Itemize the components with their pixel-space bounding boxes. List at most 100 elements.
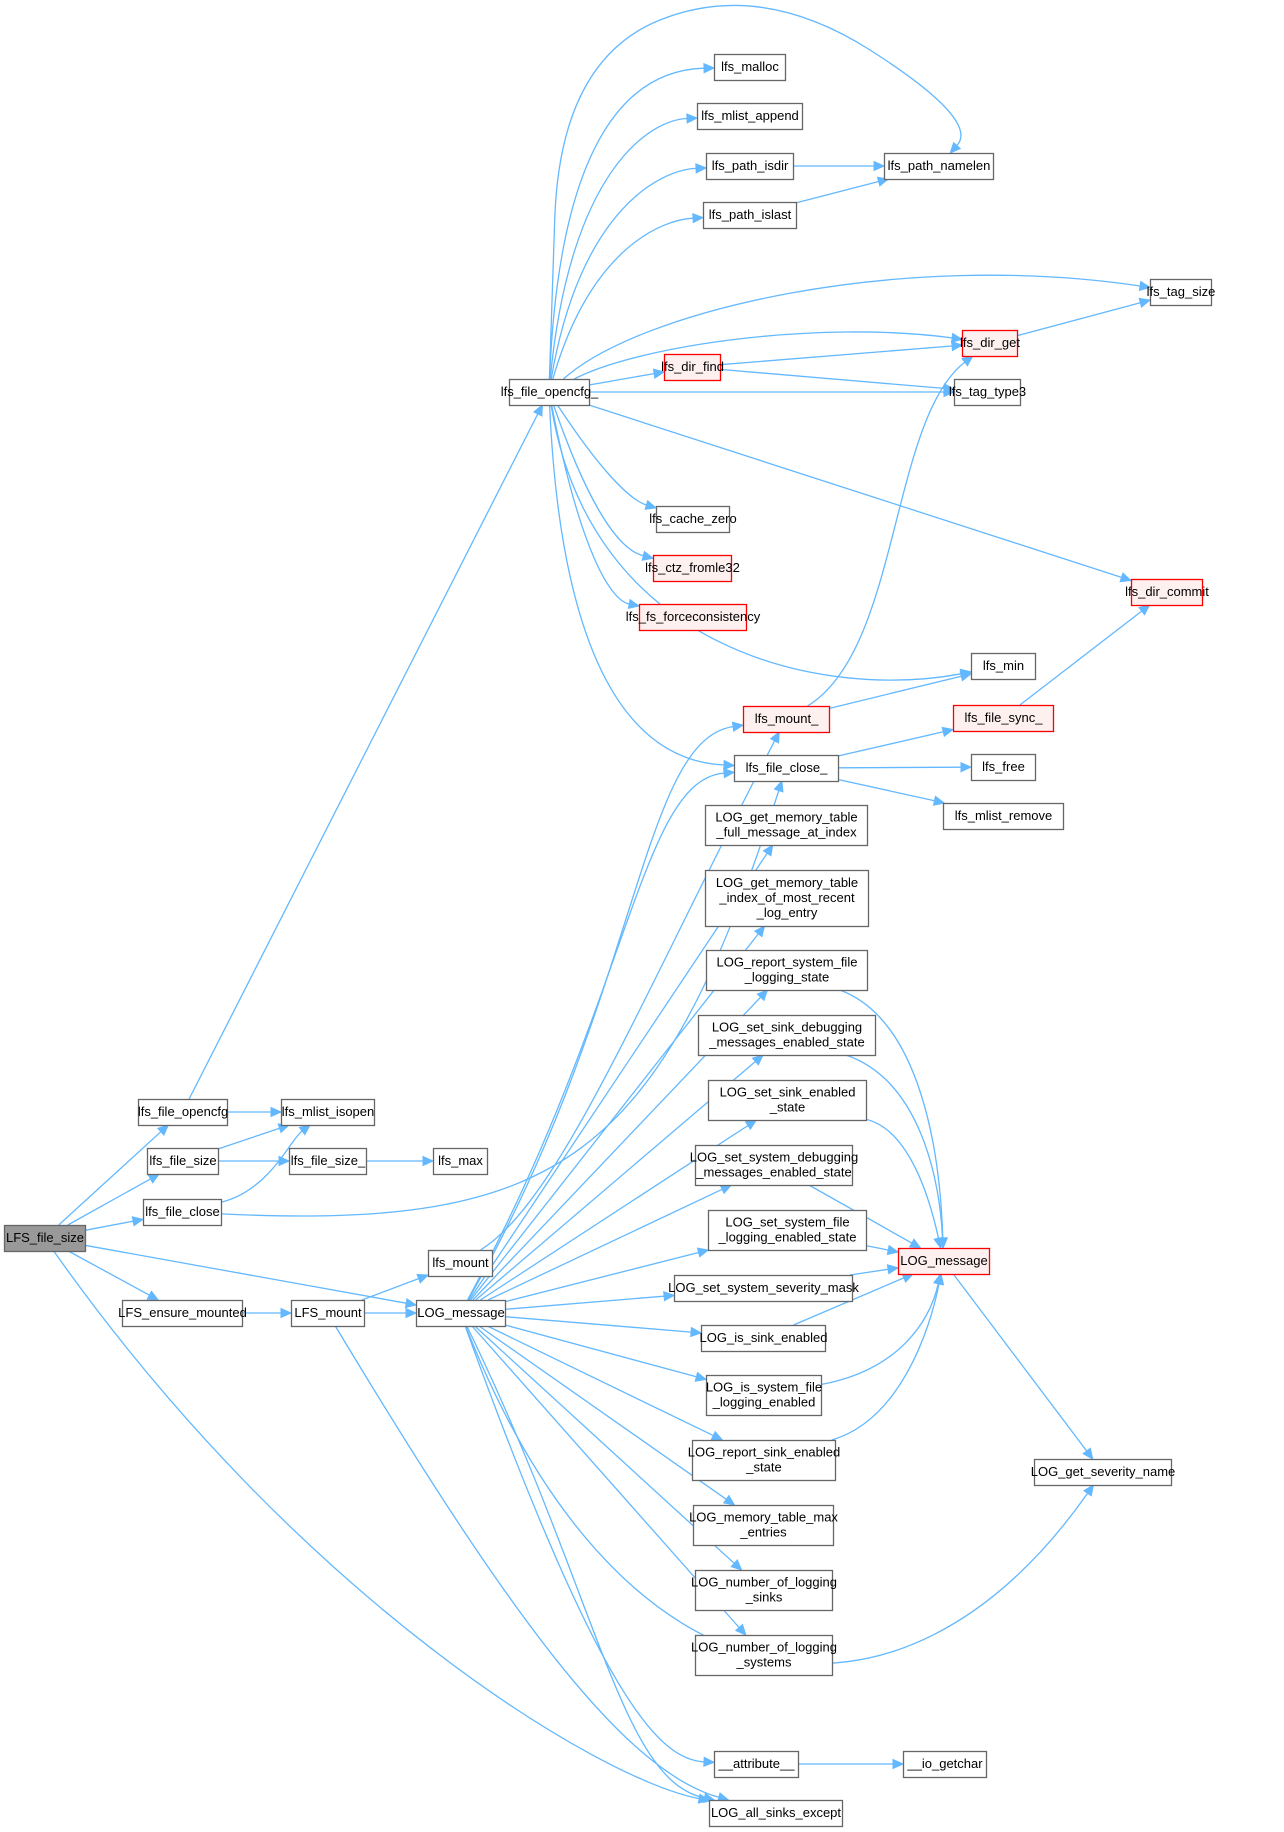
node-log-set-sink-debugging-messages-enabled-state[interactable]: LOG_set_sink_debugging_messages_enabled_… xyxy=(697,1014,877,1057)
edge-lfs-file-size-to-lfs-ensure-mounted xyxy=(67,1250,160,1301)
edge-lfs-mount-to-lfs-mount xyxy=(361,1273,430,1301)
arrowhead-icon xyxy=(696,1247,710,1258)
node-box xyxy=(508,378,591,407)
node-log-set-system-file-logging-enabled-state[interactable]: LOG_set_system_file_logging_enabled_stat… xyxy=(707,1209,868,1252)
node-lfs-file-close[interactable]: lfs_file_close xyxy=(142,1198,223,1227)
edge-line xyxy=(837,731,944,757)
edge-lfs-file-opencfg-to-lfs-tag-type3 xyxy=(589,386,956,398)
node-lfs-dir-commit[interactable]: lfs_dir_commit xyxy=(1125,578,1209,607)
node-log-message-b[interactable]: LOG_message xyxy=(897,1247,991,1276)
node-lfs-file-size[interactable]: lfs_file_size xyxy=(146,1147,220,1176)
node-lfs-mlist-append[interactable]: lfs_mlist_append xyxy=(696,102,804,131)
node-label: lfs_file_opencfg_ xyxy=(501,384,599,399)
arrowhead-icon xyxy=(1082,1484,1095,1497)
node-log-all-sinks-except[interactable]: LOG_all_sinks_except xyxy=(708,1799,844,1828)
node-lfs-mlist-remove[interactable]: lfs_mlist_remove xyxy=(942,802,1065,831)
node-lfs-file-opencfg[interactable]: lfs_file_opencfg xyxy=(138,1098,228,1127)
node-log-set-system-debugging-messages-enabled-state[interactable]: LOG_set_system_debugging_messages_enable… xyxy=(690,1144,858,1187)
arrowhead-icon xyxy=(751,1054,764,1066)
node-log-is-system-file-logging-enabled[interactable]: LOG_is_system_file_logging_enabled xyxy=(706,1374,822,1417)
node-label: lfs_dir_commit xyxy=(1125,584,1209,599)
node-lfs-min[interactable]: lfs_min xyxy=(970,652,1037,681)
node-lfs-tag-type3[interactable]: lfs_tag_type3 xyxy=(949,378,1026,407)
node-lfs-ctz-fromle32[interactable]: lfs_ctz_fromle32 xyxy=(645,554,740,583)
node-log-memory-table-max-entries[interactable]: LOG_memory_table_max_entries xyxy=(689,1504,838,1547)
node-box xyxy=(970,753,1037,782)
node-log-message-a[interactable]: LOG_message xyxy=(415,1299,507,1328)
edge-line xyxy=(550,404,962,681)
node-label: _logging_enabled_state xyxy=(717,1230,856,1245)
edge-line xyxy=(466,1325,705,1799)
node-log-number-of-logging-sinks[interactable]: LOG_number_of_logging_sinks xyxy=(691,1569,837,1612)
arrowhead-icon xyxy=(692,212,705,224)
arrowhead-icon xyxy=(663,1290,676,1302)
node-lfs-free[interactable]: lfs_free xyxy=(970,753,1037,782)
edge-line xyxy=(837,766,962,769)
edge-lfs-file-size-to-log-all-sinks-except xyxy=(53,1250,711,1804)
node-lfs-path-isdir[interactable]: lfs_path_isdir xyxy=(705,152,795,181)
node-label: lfs_mlist_isopen xyxy=(282,1104,375,1119)
node-log-set-system-severity-mask[interactable]: LOG_set_system_severity_mask xyxy=(668,1274,859,1303)
arrowhead-icon xyxy=(131,1216,145,1227)
arrowhead-icon xyxy=(959,671,973,682)
node-label: LOG_is_sink_enabled xyxy=(700,1330,828,1345)
node-lfs-file-opencfg[interactable]: lfs_file_opencfg_ xyxy=(501,378,599,407)
edge-line xyxy=(820,1283,939,1386)
node-lfs-mount[interactable]: lfs_mount xyxy=(427,1249,494,1278)
node-lfs-file-close[interactable]: lfs_file_close_ xyxy=(733,754,840,783)
node-log-report-sink-enabled-state[interactable]: LOG_report_sink_enabled_state xyxy=(688,1439,841,1482)
node-lfs-file-size[interactable]: LFS_file_size xyxy=(3,1224,87,1253)
node-label: _full_message_at_index xyxy=(715,825,857,840)
node-lfs-mount[interactable]: LFS_mount xyxy=(290,1299,366,1328)
edge-log-message-a-to-lfs-mount xyxy=(467,721,745,1301)
edge-line xyxy=(719,368,945,390)
edge-line xyxy=(487,1325,714,1437)
node-lfs-tag-size[interactable]: lfs_tag_size xyxy=(1147,278,1216,307)
edge-line xyxy=(361,1277,419,1301)
node-lfs-mlist-isopen[interactable]: lfs_mlist_isopen xyxy=(280,1098,376,1127)
node-label: lfs_mlist_remove xyxy=(955,808,1053,823)
node-lfs-dir-find[interactable]: lfs_dir_find xyxy=(661,353,724,382)
edge-line xyxy=(719,345,953,366)
node-log-is-sink-enabled[interactable]: LOG_is_sink_enabled xyxy=(700,1324,828,1353)
node-label: _messages_enabled_state xyxy=(708,1035,864,1050)
edge-lfs-file-opencfg-to-lfs-dir-commit xyxy=(588,404,1133,583)
edge-line xyxy=(548,67,705,380)
node-log-number-of-logging-systems[interactable]: LOG_number_of_logging_systems xyxy=(691,1634,837,1677)
node-label: _sinks xyxy=(745,1590,783,1605)
node-lfs-fs-forceconsistency[interactable]: lfs_fs_forceconsistency xyxy=(626,603,761,632)
node-log-set-sink-enabled-state[interactable]: LOG_set_sink_enabled_state xyxy=(707,1079,868,1122)
edge-lfs-file-size-to-lfs-file-opencfg xyxy=(58,1124,170,1226)
node-box xyxy=(953,378,1022,407)
arrowhead-icon xyxy=(932,795,946,806)
node-log-get-severity-name[interactable]: LOG_get_severity_name xyxy=(1031,1458,1176,1487)
node-lfs-ensure-mounted[interactable]: LFS_ensure_mounted xyxy=(118,1299,247,1328)
node-attribute[interactable]: __attribute__ xyxy=(713,1750,800,1779)
edge-line xyxy=(53,1250,700,1800)
node-lfs-path-islast[interactable]: lfs_path_islast xyxy=(702,201,798,230)
edge-line xyxy=(548,4,962,380)
node-lfs-file-size[interactable]: lfs_file_size_ xyxy=(288,1147,368,1176)
edge-line xyxy=(588,404,1122,579)
node-log-get-memory-table-index-of-most-recent-log-entry[interactable]: LOG_get_memory_table_index_of_most_recen… xyxy=(704,869,870,928)
node-lfs-max[interactable]: lfs_max xyxy=(432,1147,489,1176)
node-lfs-path-namelen[interactable]: lfs_path_namelen xyxy=(883,152,995,181)
node-lfs-malloc[interactable]: lfs_malloc xyxy=(713,53,787,82)
node-lfs-file-sync[interactable]: lfs_file_sync_ xyxy=(952,704,1055,733)
node-io-getchar[interactable]: __io_getchar xyxy=(902,1750,988,1779)
edge-line xyxy=(474,1325,735,1564)
node-lfs-mount[interactable]: lfs_mount_ xyxy=(742,705,831,734)
arrowhead-icon xyxy=(644,499,658,510)
node-log-get-memory-table-full-message-at-index[interactable]: LOG_get_memory_table_full_message_at_ind… xyxy=(704,804,869,847)
arrowhead-icon xyxy=(960,761,973,773)
arrowhead-icon xyxy=(280,1307,293,1319)
node-lfs-dir-get[interactable]: lfs_dir_get xyxy=(960,329,1020,358)
node-lfs-cache-zero[interactable]: lfs_cache_zero xyxy=(649,505,737,534)
edge-line xyxy=(865,1118,940,1239)
edge-log-message-a-to-log-set-system-severity-mask xyxy=(504,1290,676,1310)
edge-lfs-file-opencfg-to-lfs-file-opencfg xyxy=(188,403,543,1100)
edge-lfs-file-close-to-lfs-file-sync xyxy=(837,726,955,757)
edge-line xyxy=(849,1268,889,1276)
node-box xyxy=(942,802,1065,831)
node-log-report-system-file-logging-state[interactable]: LOG_report_system_file_logging_state xyxy=(705,949,869,992)
